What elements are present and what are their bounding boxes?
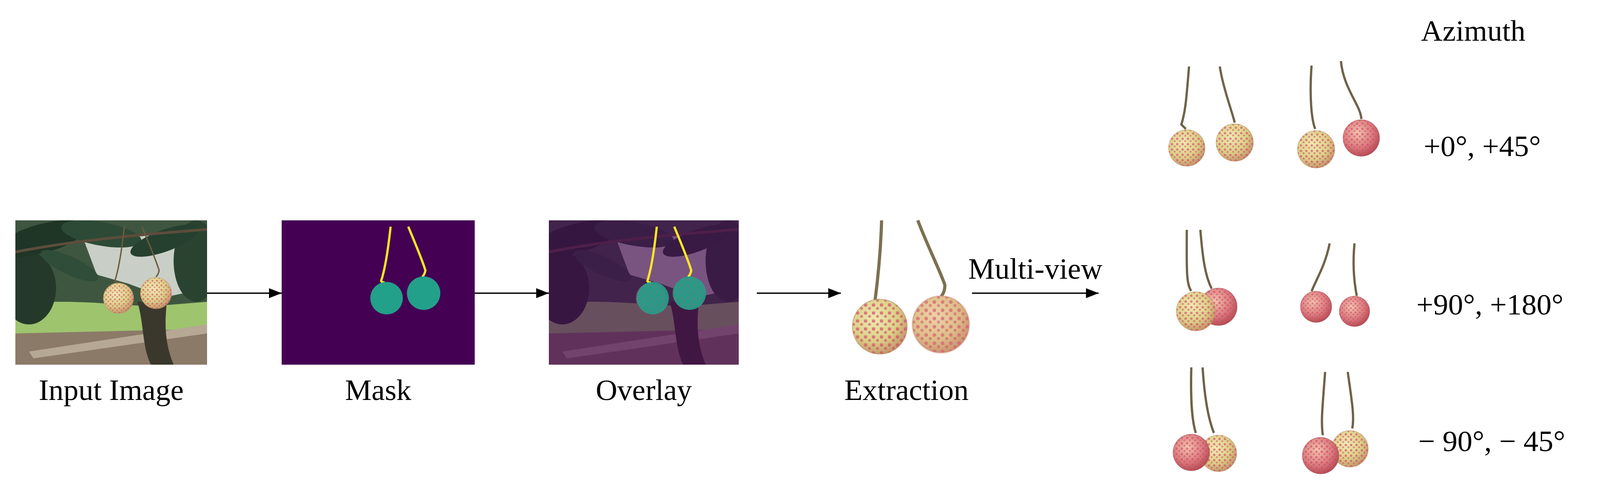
azimuth-label: +90°, +180° [1416, 287, 1564, 322]
view-pair [1302, 371, 1369, 474]
flow-arrow [207, 292, 282, 294]
flow-arrow [972, 292, 1099, 294]
stage-caption: Overlay [548, 372, 739, 407]
view-pair [1297, 61, 1380, 168]
overlay-image [528, 212, 751, 365]
view-pair [1173, 367, 1237, 472]
mask-panel: Mask [281, 220, 475, 411]
mask-image [281, 220, 475, 365]
stage-caption: Extraction [840, 372, 973, 407]
view-pair [1300, 243, 1370, 327]
axis-heading: Azimuth [1420, 13, 1526, 48]
input-image-panel: Input Image [15, 220, 208, 411]
edge-label: Multi-view [965, 251, 1106, 286]
overlay-panel: Overlay [548, 220, 739, 411]
extracted-lychees [852, 220, 971, 354]
stage-caption: Mask [281, 372, 475, 407]
multi-view-panel: Azimuth +0°, +45° +90°, +180° − 90°, − 45° [1098, 9, 1596, 484]
azimuth-label: +0°, +45° [1423, 128, 1541, 164]
stage-caption: Input Image [15, 372, 208, 407]
input-photo [0, 212, 219, 365]
flow-arrow [756, 292, 841, 294]
flow-arrow [474, 292, 549, 294]
view-pair [1168, 66, 1254, 166]
extraction-panel: Extraction [840, 212, 973, 412]
azimuth-label: − 90°, − 45° [1418, 423, 1566, 458]
view-pair [1176, 229, 1237, 331]
